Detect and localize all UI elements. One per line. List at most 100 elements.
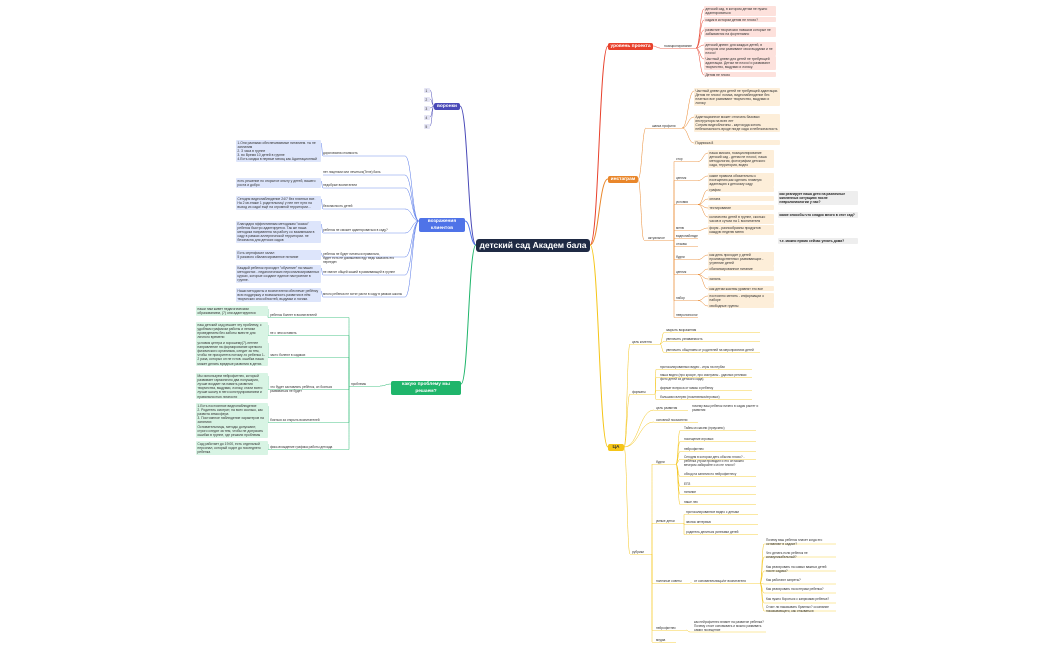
instagram-section[interactable]: ценник [676, 270, 687, 274]
daily-item[interactable]: нейрофитнес [684, 447, 704, 451]
profile-note[interactable]: Адаптационное может отличать базовых инс… [694, 114, 780, 132]
instagram-item[interactable]: халяль [708, 276, 774, 282]
objection-answer[interactable]: Каждый ребенок проходит "обучение" на на… [236, 265, 321, 283]
rubrics-label[interactable]: рубрики [632, 550, 644, 554]
side-question[interactable]: какие способы что сладко много в этот са… [778, 212, 858, 218]
kids-item[interactable]: звонок интервью [686, 520, 711, 524]
advice-item[interactable]: Как нужно бороться с капризами ребенка? [766, 597, 830, 601]
problem-item[interactable]: Детям не плохо [704, 72, 776, 78]
problem-solution[interactable]: 1.Есть постоянное видеонаблюдение 2. Род… [196, 403, 268, 438]
branch-which-problem[interactable]: какую проблему мы решаем? [391, 381, 461, 395]
objection-label[interactable]: не хватит общей кашей в развивающей в гр… [323, 270, 395, 274]
daily-label[interactable]: будни [656, 460, 665, 464]
instagram-item[interactable]: оплата [708, 196, 774, 202]
kids-item[interactable]: протоколированное видео с детьми [686, 510, 739, 514]
instagram-item[interactable]: свободные группы [708, 303, 774, 309]
objection-label[interactable]: безопасность детей [323, 204, 353, 208]
objection-answer[interactable]: Благодаря эффективным методикам "сказок"… [236, 221, 321, 244]
instagram-item[interactable]: количество детей в группе, сколько часов… [708, 214, 774, 224]
profile-note[interactable]: Частный дневн для детей не требующей ада… [694, 88, 780, 106]
advice-item[interactable]: Как реагировать на истерики ребенка? [766, 587, 824, 591]
format-item[interactable]: большим галереи (позитивных/игровых) [660, 395, 720, 399]
kids-item[interactable]: родитель делиться успехами детей [686, 530, 739, 534]
funnel-step[interactable]: 4 [424, 115, 430, 121]
instagram-item[interactable]: сбалансированное питание [708, 266, 774, 272]
objection-label[interactable]: ребенок не сможет адаптироваться в саду? [323, 228, 388, 232]
goal-item[interactable]: увеличить общением от родителей на мероп… [666, 348, 754, 352]
neuro-note[interactable]: как нейрофитнес влияет на развитие ребен… [694, 620, 764, 632]
advice-item[interactable]: Почему ваш ребенок плачет когда его оста… [766, 538, 823, 546]
problem-label[interactable]: часто болеют в садиках [270, 353, 306, 357]
instagram-item[interactable]: как детям жаствы уравнят это все [708, 286, 774, 292]
instagram-item[interactable]: тестирование [708, 205, 774, 211]
pain-label[interactable]: основной показатели [656, 418, 688, 422]
branch-cya[interactable]: ЦА [608, 444, 624, 451]
objection-label[interactable]: ребенок не будет питаться правильно, буд… [323, 252, 395, 264]
format-item[interactable]: формат вопроса от мамы и ребенку [660, 386, 714, 390]
instagram-section[interactable]: отзывы [676, 242, 687, 246]
problem-solution[interactable]: Сад работает до 19:00, есть отдельный пе… [196, 441, 268, 455]
objection-label[interactable]: дороговизна стоимость [323, 151, 358, 155]
instagram-section[interactable]: меню [676, 226, 685, 230]
branch-problems[interactable]: уровень проекта [608, 43, 653, 50]
daily-item[interactable]: наше лес [684, 500, 698, 504]
daily-item[interactable]: питание [684, 490, 697, 494]
objection-label[interactable]: нет лицензии или лечиться(Теле) баль [323, 170, 381, 174]
reason-note[interactable]: почему ваш ребенок ничего в садик растет… [692, 404, 759, 412]
funnel-step[interactable]: 5 [424, 124, 430, 130]
side-question[interactable]: т.е. можно прямо сейчас уехать дома? [778, 238, 858, 244]
problem-solution[interactable]: наш детский сад решает эту проблему, с у… [196, 322, 268, 340]
problem-solution[interactable]: условия центра и хорошему(7)-летнее напр… [196, 340, 268, 367]
advice-item[interactable]: Как реагировать на самых важных детей по… [766, 565, 827, 573]
central-topic[interactable]: детский сад Академ бала [476, 239, 590, 252]
neuro-label[interactable]: нейрофитнес [656, 626, 676, 630]
daily-item[interactable]: Сегодня в котором деть обычно плохо? - р… [684, 455, 745, 467]
media-label[interactable]: медиа [656, 638, 666, 642]
problem-label[interactable]: бояться за открыть воспитателей [270, 418, 320, 422]
format-item[interactable]: наша видео (про кросре, про смотраны - у… [660, 373, 747, 381]
daily-item[interactable]: посещение игровых [684, 437, 714, 441]
problem-label[interactable]: фикс-вхождение графика работы детсада [270, 445, 333, 449]
daily-item[interactable]: ЕПЗ [684, 482, 691, 486]
objection-answer[interactable]: Есть сертификат халал 5 разового сбаланс… [236, 250, 321, 260]
problem-solution[interactable]: наши нам живет педагогическим образовани… [196, 306, 268, 316]
formats-label[interactable]: форматы [632, 390, 646, 394]
instagram-section[interactable]: неврологиология [676, 313, 698, 317]
advice-item[interactable]: Что делать если ребенок не коммуникабель… [766, 551, 808, 559]
problem-label[interactable]: ребенок болеет в воспитателей [270, 313, 317, 317]
problem-label[interactable]: что будет заставлять ребёнок, он бояться… [270, 385, 333, 393]
funnel-step[interactable]: 2 [424, 97, 430, 103]
daily-item[interactable]: Тайны из жизни (приусмно) [684, 426, 725, 430]
instagram-section[interactable]: ценник [676, 176, 687, 180]
side-question[interactable]: как реагирует наша дети на различные жиз… [778, 191, 858, 206]
objection-answer[interactable]: 1.Они разными обеспечиваемые питанием. т… [236, 140, 321, 163]
funnel-step[interactable]: 1 [424, 88, 430, 94]
profile-note[interactable]: Подписка 8 [694, 140, 780, 146]
branch-instagram[interactable]: инстаграм [608, 176, 638, 183]
positioning-label[interactable]: позиционирование [664, 44, 692, 48]
actual-label[interactable]: актуальное [648, 236, 665, 240]
advice-item[interactable]: Как работают запреты? [766, 578, 801, 582]
instagram-section[interactable]: стор [676, 157, 683, 161]
objection-label[interactable]: недобрые воспитатели [323, 183, 358, 187]
helpful-label[interactable]: полезные советы [656, 579, 682, 583]
problem-solution[interactable]: Мы используем нейрофитнес, который разви… [196, 373, 268, 400]
problem-item[interactable]: детский дневн: для каждых детей, в котор… [704, 42, 776, 56]
branch-objections[interactable]: возражения клиентов [419, 218, 465, 232]
funnel-step[interactable]: 3 [424, 106, 430, 112]
problems-label[interactable]: проблемы [351, 382, 367, 386]
goal-item[interactable]: увеличить узнаваемость [666, 337, 703, 341]
reason-label[interactable]: цель развития [656, 406, 678, 410]
instagram-section[interactable]: видеонаблюдение [676, 234, 698, 238]
instagram-item[interactable]: наша миссия, позиционирование детский са… [708, 150, 774, 168]
problem-label[interactable]: не с чем оставить [270, 331, 297, 335]
problem-item[interactable]: Частный дневн для детей не требующей ада… [704, 56, 776, 70]
instagram-section[interactable]: набор [676, 296, 685, 300]
problem-item[interactable]: детский сад, в котором детям не нужно ад… [704, 6, 776, 16]
kids-label[interactable]: умные детки [656, 519, 675, 523]
advice-item[interactable]: Стоит ли наказывать бранных? осознание п… [766, 605, 829, 613]
instagram-item[interactable]: как день проходит у детей производственн… [708, 252, 774, 266]
profile-header-label[interactable]: шапка профиля [652, 124, 676, 128]
problem-item[interactable]: садик в котором детям не плохо? [704, 17, 776, 23]
objection-answer[interactable]: Сегодня видеонаблюдение 24/7 без платных… [236, 196, 321, 210]
